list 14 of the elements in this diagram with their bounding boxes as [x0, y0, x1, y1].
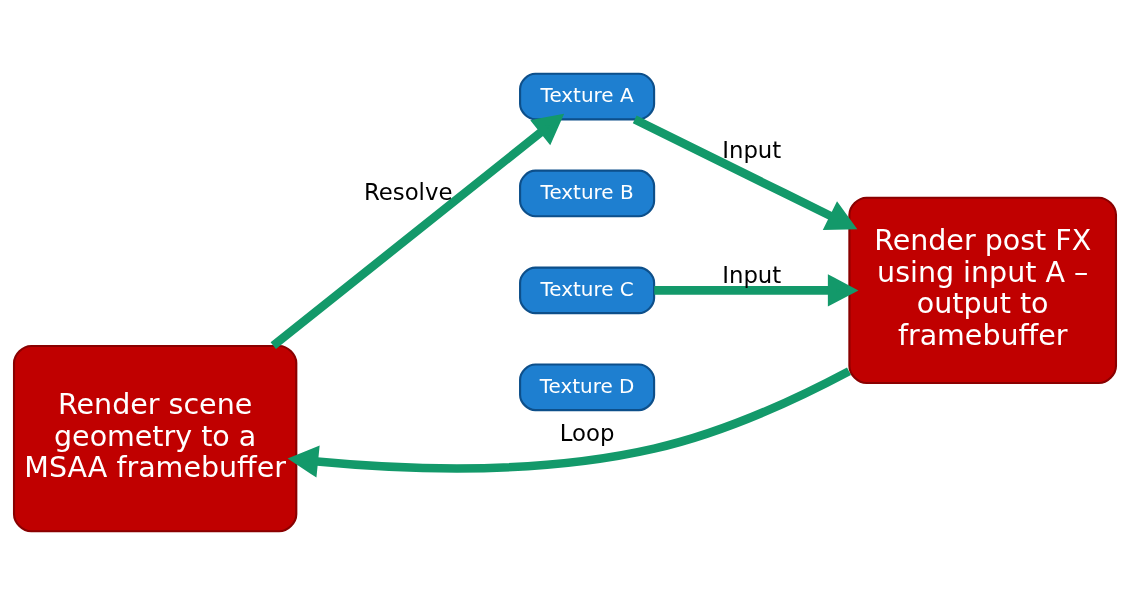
node-box: Texture A	[519, 72, 656, 121]
arrow	[270, 113, 565, 349]
node-box: Render scene geometry to a MSAA framebuffer	[12, 344, 298, 533]
edge-label: Input	[722, 261, 782, 288]
node-box: Texture C	[519, 266, 656, 315]
node-box: Render post FX using input A – output to framebuffer	[848, 196, 1118, 385]
node-box: Texture D	[519, 363, 656, 412]
arrow	[654, 274, 859, 307]
edge-label: Input	[722, 136, 782, 163]
edge-label: Resolve	[363, 179, 453, 206]
arrow	[632, 115, 858, 231]
node-box: Texture B	[519, 169, 656, 218]
edge-label: Loop	[559, 420, 615, 447]
arrow	[287, 367, 851, 478]
